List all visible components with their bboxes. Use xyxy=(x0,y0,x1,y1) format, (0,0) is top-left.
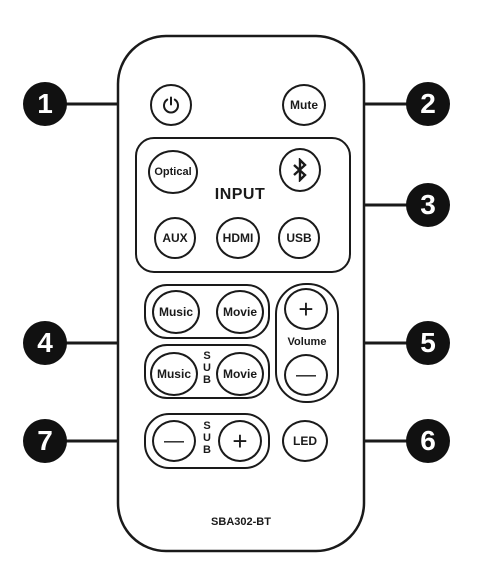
sub-level-down-button[interactable]: — xyxy=(152,420,196,462)
movie-button[interactable]: Movie xyxy=(216,290,264,334)
callout-1: 1 xyxy=(23,82,67,126)
callout-4: 4 xyxy=(23,321,67,365)
power-button[interactable] xyxy=(150,84,192,126)
bluetooth-button[interactable] xyxy=(279,148,321,192)
volume-up-button[interactable]: + xyxy=(284,288,328,330)
model-label: SBA302-BT xyxy=(211,516,271,528)
callout-6: 6 xyxy=(406,419,450,463)
sub-music-button[interactable]: Music xyxy=(150,352,198,396)
sub-vertical-label-1: S U B xyxy=(203,350,211,386)
volume-label: Volume xyxy=(287,336,327,348)
callout-2: 2 xyxy=(406,82,450,126)
aux-button[interactable]: AUX xyxy=(154,217,196,259)
sub-vertical-label-2: S U B xyxy=(203,420,211,456)
callout-3: 3 xyxy=(406,183,450,227)
eq-group-frame xyxy=(144,284,270,339)
music-button[interactable]: Music xyxy=(152,290,200,334)
callout-7: 7 xyxy=(23,419,67,463)
volume-down-button[interactable]: — xyxy=(284,354,328,396)
power-icon xyxy=(163,96,179,114)
usb-button[interactable]: USB xyxy=(278,217,320,259)
sub-movie-button[interactable]: Movie xyxy=(216,352,264,396)
led-button[interactable]: LED xyxy=(282,420,328,462)
input-label: INPUT xyxy=(214,186,266,203)
volume-group-frame xyxy=(275,283,339,403)
mute-button[interactable]: Mute xyxy=(282,84,326,126)
sub-level-group-frame xyxy=(144,413,270,469)
input-group-frame xyxy=(135,137,351,273)
sub-eq-group-frame xyxy=(144,344,270,399)
hdmi-button[interactable]: HDMI xyxy=(216,217,260,259)
optical-button[interactable]: Optical xyxy=(148,150,198,194)
sub-level-up-button[interactable]: + xyxy=(218,420,262,462)
callout-5: 5 xyxy=(406,321,450,365)
bluetooth-icon xyxy=(293,158,307,182)
